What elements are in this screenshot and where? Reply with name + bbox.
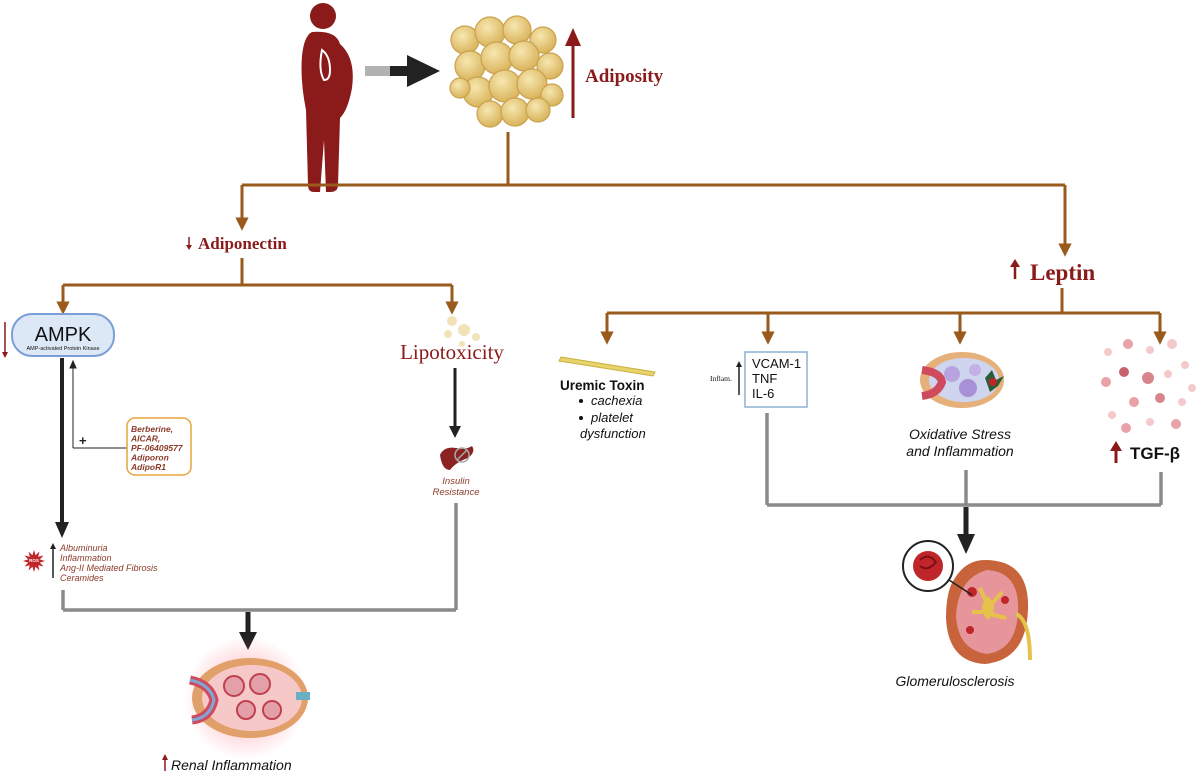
ampk-effect-item: Ceramides xyxy=(60,573,104,583)
glomerulus-zoom-icon xyxy=(902,540,973,596)
adiponectin-label: Adiponectin xyxy=(198,234,287,253)
insulin-resistance-line2: Resistance xyxy=(433,487,480,498)
fat-cell xyxy=(500,97,530,127)
fat-cell xyxy=(525,97,551,123)
fat-cell xyxy=(502,15,532,45)
bullet-2 xyxy=(579,416,583,420)
fat-cell xyxy=(476,100,504,128)
tgf-particle xyxy=(1146,418,1154,426)
pancreas-icon xyxy=(440,446,474,470)
activator-item: PF-06409577 xyxy=(131,443,184,453)
gray-connectors-right xyxy=(765,413,1163,507)
cytokine-item: TNF xyxy=(752,371,777,386)
cytokine-item: VCAM-1 xyxy=(752,356,801,371)
uremic-toxin-label: Uremic Toxin xyxy=(560,378,645,393)
uremic-item-platelet: platelet xyxy=(590,410,634,425)
ampk-effect-item: Inflammation xyxy=(60,553,112,563)
fat-cell xyxy=(454,50,486,82)
tgf-particle xyxy=(1164,370,1172,378)
ampk-effect-item: Albuminuria xyxy=(59,543,108,553)
plus-sign: + xyxy=(79,433,87,448)
activator-item: AICAR, xyxy=(130,434,160,444)
insulin-resistance-line1: Insulin xyxy=(442,476,469,487)
tgf-particle xyxy=(1129,397,1139,407)
glomerulosclerosis-label: Glomerulosclerosis xyxy=(895,673,1014,689)
tgf-particle xyxy=(1142,372,1154,384)
activators-list: Berberine,AICAR,PF-06409577AdiporonAdipo… xyxy=(130,424,184,472)
ampk-box xyxy=(11,313,115,357)
tgf-particle xyxy=(1178,398,1186,406)
tgf-beta-label: TGF-β xyxy=(1130,444,1180,463)
brown-connectors xyxy=(56,132,1167,345)
ampk-effect-item: Ang-II Mediated Fibrosis xyxy=(59,563,158,573)
ampk-label: AMPK xyxy=(35,324,92,346)
tgf-particle xyxy=(1104,348,1112,356)
tgf-particle xyxy=(1167,339,1177,349)
kidney-cross-section-icon xyxy=(184,636,310,760)
fat-cell xyxy=(540,83,564,107)
ros-burst-icon: ROS xyxy=(23,550,45,572)
leptin-label: Leptin xyxy=(1030,260,1095,285)
tgf-particle xyxy=(1101,377,1111,387)
tgf-particle xyxy=(1108,411,1116,419)
lipotoxicity-arrow xyxy=(449,368,461,438)
activator-item: Berberine, xyxy=(131,424,173,434)
fat-cell xyxy=(480,41,514,75)
oxidative-line1: Oxidative Stress xyxy=(909,426,1011,442)
bullet-1 xyxy=(579,399,583,403)
uremic-item-dysfunction: dysfunction xyxy=(580,426,646,441)
fat-cell xyxy=(449,77,471,99)
activators-box xyxy=(126,417,192,476)
uremic-item-cachexia: cachexia xyxy=(591,393,642,408)
activator-feedback-arrow xyxy=(69,359,128,449)
lipotoxicity-label: Lipotoxicity xyxy=(400,340,504,364)
adiposity-up-arrow xyxy=(565,28,581,118)
glomerulus-icon xyxy=(920,352,1004,408)
renal-inflammation-label: Renal Inflammation xyxy=(171,757,292,773)
tgf-particle xyxy=(1171,419,1181,429)
ampk-main-arrow xyxy=(55,358,69,538)
tgf-particle xyxy=(1146,346,1154,354)
kidney-icon xyxy=(946,560,1032,664)
tgf-particle xyxy=(1181,361,1189,369)
leptin-up-arrow xyxy=(1010,259,1020,279)
renal-inflammation-up-arrow xyxy=(162,754,168,771)
tgf-particles-icon xyxy=(1101,339,1196,433)
ros-label: ROS xyxy=(29,558,39,563)
tgf-particle xyxy=(1155,393,1165,403)
cytokines-box xyxy=(744,351,808,408)
activator-item: Adiporon xyxy=(130,453,169,463)
cytokine-item: IL-6 xyxy=(752,386,774,401)
right-arrow-icon xyxy=(365,55,440,87)
tgf-particle xyxy=(1119,367,1129,377)
oxidative-line2: and Inflammation xyxy=(906,443,1014,459)
tgf-particle xyxy=(1121,423,1131,433)
tgf-particle xyxy=(1188,384,1196,392)
ampk-subtitle: AMP-activated Protein Kinase xyxy=(26,346,99,352)
effects-up-arrow xyxy=(50,543,56,578)
fat-cell xyxy=(508,40,540,72)
body-icon xyxy=(301,3,353,192)
tgf-up-arrow xyxy=(1110,441,1122,463)
adiponectin-down-arrow xyxy=(186,237,192,250)
tgf-particle xyxy=(1123,339,1133,349)
crystal-icon xyxy=(558,356,656,377)
activator-item: AdipoR1 xyxy=(130,462,166,472)
inflam-up-arrow xyxy=(736,361,742,395)
lipid-droplets-icon xyxy=(444,316,480,347)
inflam-label: Inflam. xyxy=(710,374,732,383)
fat-cell xyxy=(488,69,522,103)
glomerulosclerosis-arrow xyxy=(957,507,975,554)
gray-connectors-left xyxy=(61,503,458,612)
ampk-down-arrow xyxy=(2,322,8,358)
adiposity-label: Adiposity xyxy=(585,66,664,87)
fat-cells-icon xyxy=(449,15,564,128)
fat-cell xyxy=(529,26,557,54)
fat-cell xyxy=(536,52,564,80)
